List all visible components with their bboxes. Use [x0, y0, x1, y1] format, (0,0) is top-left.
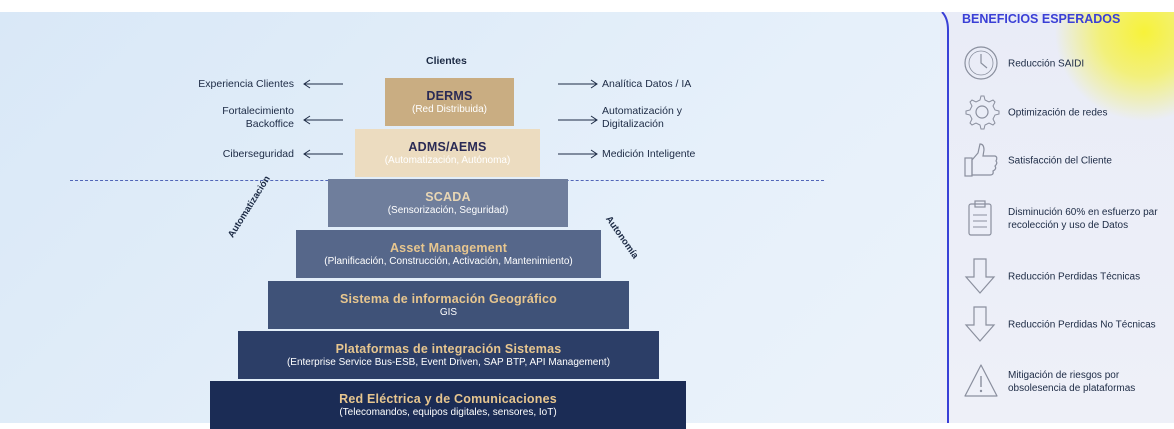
benefit-item: Satisfacción del Cliente: [962, 141, 1174, 181]
benefit-text: Disminución 60% en esfuerzo par recolecc…: [1008, 207, 1158, 231]
tier-asset-management: Asset Management (Planificación, Constru…: [296, 230, 601, 278]
tier-title: Sistema de información Geográfico: [339, 292, 558, 306]
tier-integracion: Plataformas de integración Sistemas (Ent…: [238, 331, 659, 379]
arrow-right-icon: [557, 115, 599, 125]
tier-title: Asset Management: [389, 241, 508, 255]
tier-title: Plataformas de integración Sistemas: [335, 342, 562, 356]
tier-subtitle: (Planificación, Construcción, Activación…: [324, 256, 573, 267]
tier-red-electrica: Red Eléctrica y de Comunicaciones (Telec…: [210, 381, 686, 429]
pyramid-panel: Clientes Experiencia Clientes Fortalecim…: [0, 12, 940, 429]
tier-scada: SCADA (Sensorización, Seguridad): [328, 179, 568, 227]
clock-icon: [962, 44, 1000, 82]
right-label-analitica: Analítica Datos / IA: [602, 78, 692, 90]
tier-subtitle: (Red Distribuida): [411, 104, 488, 115]
thumbs-up-icon: [962, 141, 1000, 179]
tier-subtitle: GIS: [439, 307, 458, 318]
benefit-item: Reducción Perdidas No Técnicas: [962, 305, 1174, 345]
tier-gis: Sistema de información Geográfico GIS: [268, 281, 629, 329]
arrow-left-icon: [302, 79, 344, 89]
arrow-left-icon: [302, 115, 344, 125]
benefits-title: BENEFICIOS ESPERADOS: [962, 12, 1121, 26]
benefit-text: Reducción SAIDI: [1008, 58, 1085, 70]
tier-subtitle: (Enterprise Service Bus-ESB, Event Drive…: [286, 357, 611, 368]
benefit-item: Disminución 60% en esfuerzo par recolecc…: [962, 199, 1174, 239]
tier-title: ADMS/AEMS: [408, 140, 487, 154]
tier-derms: DERMS (Red Distribuida): [385, 78, 514, 126]
tier-title: SCADA: [425, 190, 471, 204]
benefit-text: Mitigación de riesgos por obsolesencia d…: [1008, 370, 1136, 394]
benefit-item: Reducción Perdidas Técnicas: [962, 257, 1174, 297]
right-label-automatizacion: Automatización y Digitalización: [602, 105, 682, 131]
tier-subtitle: (Sensorización, Seguridad): [387, 205, 509, 216]
tier-subtitle: (Automatización, Autónoma): [384, 155, 511, 166]
tier-title: DERMS: [426, 89, 473, 103]
benefit-item: Mitigación de riesgos por obsolesencia d…: [962, 362, 1174, 402]
arrow-right-icon: [557, 149, 599, 159]
right-label-medicion: Medición Inteligente: [602, 148, 696, 160]
arrow-right-icon: [557, 79, 599, 89]
benefit-text: Optimización de redes: [1008, 107, 1108, 119]
warning-icon: [962, 362, 1000, 400]
arrow-down-icon: [962, 305, 1000, 343]
tier-adms: ADMS/AEMS (Automatización, Autónoma): [355, 129, 540, 177]
arrow-left-icon: [302, 149, 344, 159]
left-label-fortalecimiento: Fortalecimiento Backoffice: [222, 105, 294, 131]
panel-border: [940, 12, 952, 423]
left-label-ciberseguridad: Ciberseguridad: [222, 148, 294, 160]
benefit-text: Reducción Perdidas Técnicas: [1008, 271, 1141, 283]
benefit-text: Satisfacción del Cliente: [1008, 155, 1112, 167]
diagram-canvas: Clientes Experiencia Clientes Fortalecim…: [0, 12, 1174, 429]
benefit-item: Optimización de redes: [962, 93, 1174, 133]
benefits-panel: BENEFICIOS ESPERADOS Reducción SAIDI Opt…: [940, 12, 1174, 423]
arrow-down-icon: [962, 257, 1000, 295]
gear-icon: [962, 93, 1000, 131]
tier-title: Red Eléctrica y de Comunicaciones: [339, 392, 557, 406]
benefit-item: Reducción SAIDI: [962, 44, 1174, 84]
tier-subtitle: (Telecomandos, equipos digitales, sensor…: [339, 407, 557, 418]
clipboard-icon: [962, 199, 1000, 237]
side-label-automatizacion: Automatización: [226, 174, 273, 240]
benefit-text: Reducción Perdidas No Técnicas: [1008, 319, 1156, 331]
left-label-experiencia: Experiencia Clientes: [198, 78, 294, 90]
side-label-autonomia: Autonomía: [602, 214, 641, 261]
clientes-label: Clientes: [426, 55, 467, 67]
